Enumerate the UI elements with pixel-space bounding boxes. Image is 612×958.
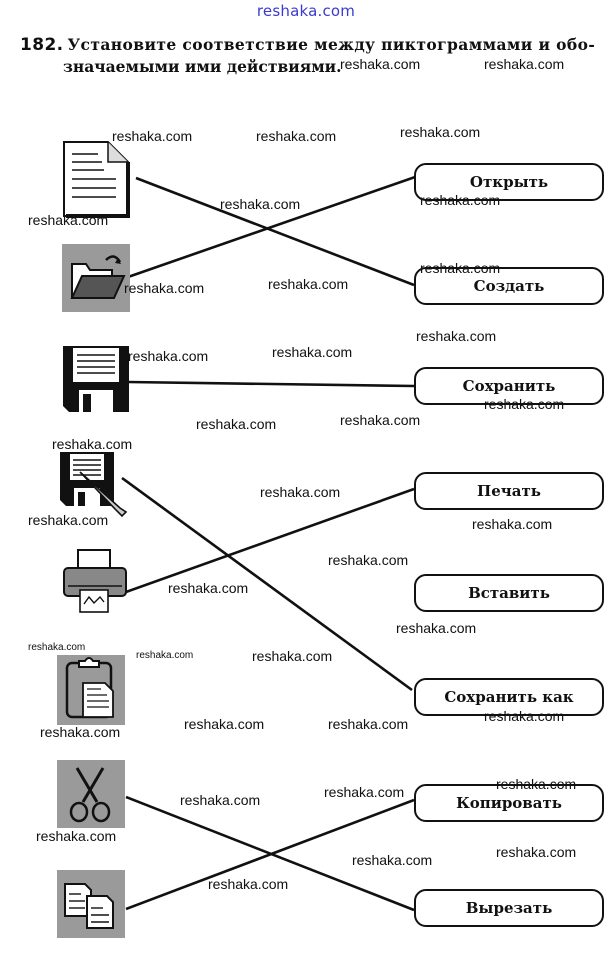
action-box-open[interactable]: Открыть: [414, 163, 604, 201]
printer-icon: [60, 548, 130, 618]
watermark: reshaka.com: [496, 844, 577, 860]
watermark: reshaka.com: [328, 552, 409, 568]
line-folder-to-open: [127, 174, 419, 279]
watermark: reshaka.com: [196, 416, 277, 432]
watermark: reshaka.com: [220, 196, 301, 212]
watermark: reshaka.com: [136, 650, 194, 661]
watermark: reshaka.com: [168, 580, 249, 596]
action-box-save[interactable]: Сохранить: [414, 367, 604, 405]
watermark: reshaka.com: [420, 260, 501, 276]
watermark: reshaka.com: [52, 436, 133, 452]
watermark: reshaka.com: [180, 792, 261, 808]
watermark: reshaka.com: [112, 128, 193, 144]
task-number: 182.: [20, 35, 64, 55]
watermark: reshaka.com: [324, 784, 405, 800]
clipboard-icon: [57, 655, 127, 725]
line-floppy-pencil-to-save-as: [121, 476, 413, 692]
watermark: reshaka.com: [396, 620, 477, 636]
watermark: reshaka.com: [352, 852, 433, 868]
open-folder-icon: [62, 244, 132, 314]
watermark: reshaka.com: [124, 280, 205, 296]
watermark: reshaka.com: [484, 56, 565, 72]
watermark: reshaka.com: [484, 708, 565, 724]
watermark: reshaka.com: [128, 348, 209, 364]
watermark: reshaka.com: [420, 192, 501, 208]
task-statement: 182.Установите соответствие между пиктог…: [20, 34, 600, 78]
action-box-cut[interactable]: Вырезать: [414, 889, 604, 927]
watermark: reshaka.com: [416, 328, 497, 344]
line-printer-to-print: [125, 487, 415, 594]
watermark: reshaka.com: [28, 512, 109, 528]
watermark: reshaka.com: [496, 776, 577, 792]
watermark: reshaka.com: [256, 128, 337, 144]
action-box-print[interactable]: Печать: [414, 472, 604, 510]
watermark: reshaka.com: [260, 484, 341, 500]
action-box-paste[interactable]: Вставить: [414, 574, 604, 612]
watermark: reshaka.com: [252, 648, 333, 664]
watermark: reshaka.com: [272, 344, 353, 360]
floppy-disk-pencil-icon: [60, 452, 130, 522]
line-floppy-to-save: [127, 380, 415, 388]
watermark: reshaka.com: [184, 716, 265, 732]
floppy-disk-icon: [63, 346, 133, 416]
line-document-to-create: [135, 176, 415, 287]
watermark: reshaka.com: [328, 716, 409, 732]
watermark: reshaka.com: [40, 724, 121, 740]
document-icon: [62, 140, 132, 218]
action-box-create[interactable]: Создать: [414, 267, 604, 305]
watermark: reshaka.com: [340, 412, 421, 428]
line-copy-to-copy: [125, 798, 415, 911]
scissors-icon: [57, 760, 127, 830]
watermark: reshaka.com: [472, 516, 553, 532]
watermark: reshaka.com: [28, 642, 86, 653]
task-text-line1: Установите соответствие между пиктограмм…: [67, 35, 596, 54]
copy-documents-icon: [57, 870, 127, 940]
watermark: reshaka.com: [28, 212, 109, 228]
action-box-save-as[interactable]: Сохранить как: [414, 678, 604, 716]
task-text-line2: значаемыми ими действиями.: [63, 57, 342, 76]
watermark: reshaka.com: [208, 876, 289, 892]
watermark: reshaka.com: [400, 124, 481, 140]
watermark: reshaka.com: [340, 56, 421, 72]
action-box-copy[interactable]: Копировать: [414, 784, 604, 822]
watermark: reshaka.com: [36, 828, 117, 844]
watermark: reshaka.com: [484, 396, 565, 412]
site-header[interactable]: reshaka.com: [256, 2, 356, 20]
watermark: reshaka.com: [268, 276, 349, 292]
